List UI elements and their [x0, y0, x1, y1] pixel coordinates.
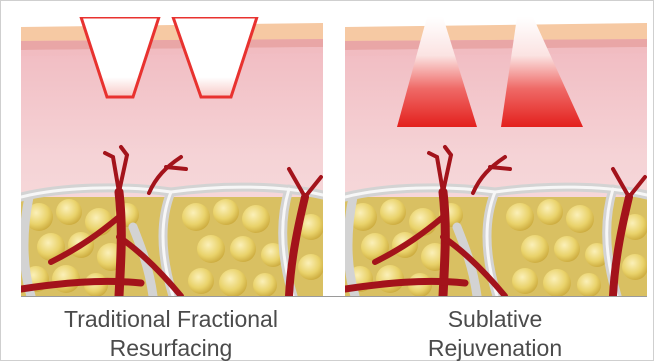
- caption-line: Rejuvenation: [335, 334, 655, 363]
- caption-line: Resurfacing: [11, 334, 331, 363]
- caption-line: Traditional Fractional: [11, 305, 331, 334]
- caption-traditional-fractional: Traditional Fractional Resurfacing: [11, 305, 331, 363]
- caption-divider: [21, 296, 647, 297]
- skin-cross-section-illustration: [345, 17, 647, 296]
- caption-line: Sublative: [335, 305, 655, 334]
- traditional-fractional-panel: [21, 17, 323, 296]
- skin-cross-section-illustration: [21, 17, 323, 296]
- caption-sublative-rejuvenation: Sublative Rejuvenation: [335, 305, 655, 363]
- sublative-rejuvenation-panel: [345, 17, 647, 296]
